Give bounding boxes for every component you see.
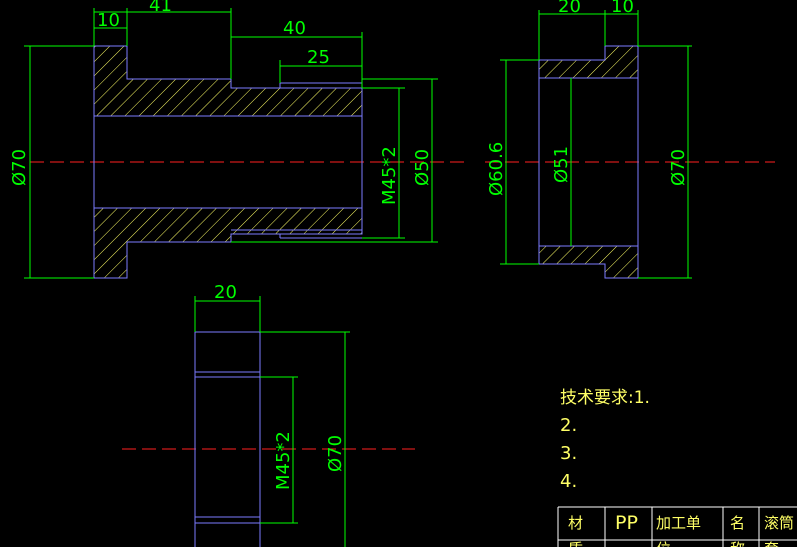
notes-item-4: 4. bbox=[560, 471, 577, 492]
main-hatch-bottom bbox=[93, 207, 363, 279]
tb-material-value: PP bbox=[615, 512, 638, 534]
tb-material-label: 材 bbox=[568, 514, 583, 532]
side-dimension-lines bbox=[500, 10, 692, 279]
nut-dim-20: 20 bbox=[214, 282, 237, 303]
side-dim-20: 20 bbox=[558, 0, 581, 17]
nut-dim-thread: M45*2 bbox=[273, 431, 294, 490]
tb-unit-label: 加工单 bbox=[656, 514, 701, 532]
side-dim-phi70: Ø70 bbox=[668, 149, 689, 186]
main-dimension-lines bbox=[24, 8, 438, 279]
main-dim-40: 40 bbox=[283, 18, 306, 39]
tb-material-label2: 质 bbox=[568, 540, 583, 547]
nut-dimension-lines bbox=[194, 296, 350, 547]
side-dim-phi60-6: Ø60.6 bbox=[486, 142, 507, 196]
tb-name-label2: 称 bbox=[730, 540, 745, 547]
notes-item-2: 2. bbox=[560, 415, 577, 436]
main-section-view: 10 41 40 25 Ø70 M45*2 Ø50 bbox=[9, 0, 470, 279]
main-dim-thread: M45*2 bbox=[379, 146, 400, 205]
notes-item-3: 3. bbox=[560, 443, 577, 464]
main-dim-10: 10 bbox=[97, 10, 120, 31]
title-block: 材 质 PP 加工单 位 名 称 滚筒 套 bbox=[557, 506, 797, 547]
side-hatch-bottom bbox=[538, 245, 639, 279]
side-dim-phi51: Ø51 bbox=[551, 146, 572, 183]
main-dim-25: 25 bbox=[307, 47, 330, 68]
tb-name-value: 滚筒 bbox=[764, 514, 794, 532]
main-dim-phi70: Ø70 bbox=[9, 149, 30, 186]
main-dim-phi50: Ø50 bbox=[412, 149, 433, 186]
side-dim-10: 10 bbox=[611, 0, 634, 17]
notes-title: 技术要求:1. bbox=[560, 388, 650, 408]
nut-dim-phi70: Ø70 bbox=[325, 435, 346, 472]
main-dim-41: 41 bbox=[149, 0, 172, 16]
nut-view: 20 M45*2 Ø70 bbox=[122, 282, 415, 547]
technical-notes: 技术要求:1. 2. 3. 4. bbox=[560, 388, 650, 492]
tb-unit-label2: 位 bbox=[656, 540, 671, 547]
tb-name-value2: 套 bbox=[764, 540, 779, 547]
side-section-view: 20 10 Ø60.6 Ø51 Ø70 bbox=[485, 0, 775, 279]
tb-name-label: 名 bbox=[730, 514, 745, 532]
side-hatch-top bbox=[538, 45, 639, 79]
